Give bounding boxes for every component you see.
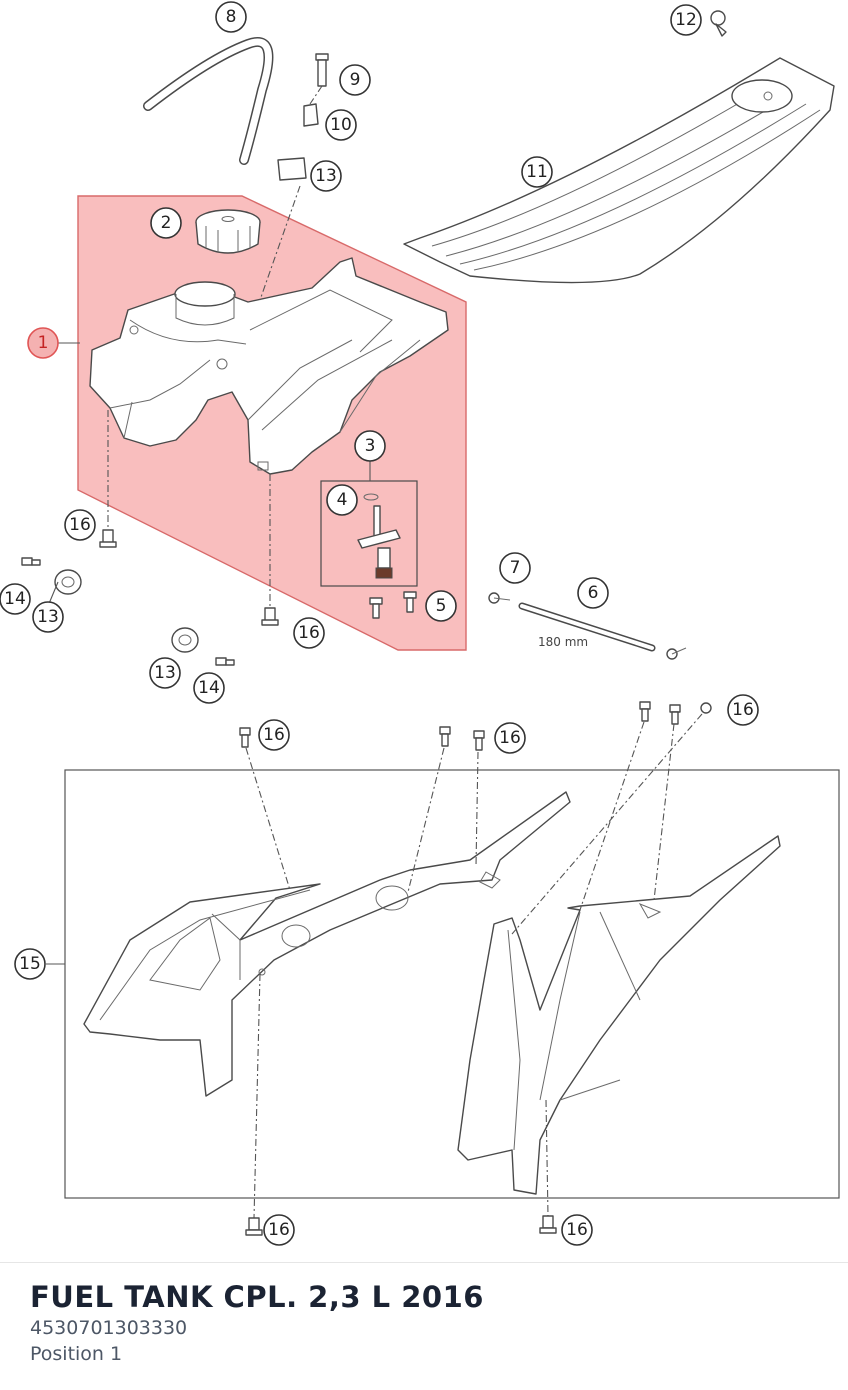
fuel-tank-drawing: [89, 257, 449, 475]
callout-16-panel-middle[interactable]: 16: [494, 722, 526, 754]
svg-text:13: 13: [37, 607, 59, 627]
part-number: 4530701303330: [30, 1317, 188, 1339]
svg-text:3: 3: [365, 436, 376, 456]
side-panels-frame: [64, 769, 840, 1199]
svg-text:12: 12: [675, 10, 697, 30]
svg-text:16: 16: [263, 725, 285, 745]
callout-16-panel-right[interactable]: 16: [727, 694, 759, 726]
callout-2[interactable]: 2: [150, 207, 182, 239]
svg-text:4: 4: [337, 490, 348, 510]
callout-16-bottom-left[interactable]: 16: [263, 1214, 295, 1246]
fuel-cap-drawing: [195, 209, 261, 254]
svg-text:13: 13: [315, 166, 337, 186]
callout-11[interactable]: 11: [521, 156, 553, 188]
callout-16-panel-left[interactable]: 16: [258, 719, 290, 751]
svg-text:16: 16: [499, 728, 521, 748]
callout-5[interactable]: 5: [425, 590, 457, 622]
tube-length-label: 180 mm: [538, 635, 588, 649]
seat-drawing: [403, 57, 835, 284]
svg-text:9: 9: [350, 70, 361, 90]
callout-7[interactable]: 7: [499, 552, 531, 584]
svg-text:7: 7: [510, 558, 521, 578]
seat-fastener-drawing: [710, 10, 727, 37]
callout-13-left[interactable]: 13: [32, 601, 64, 633]
callout-16-tank-left[interactable]: 16: [64, 509, 96, 541]
svg-text:15: 15: [19, 954, 41, 974]
part-position: Position 1: [30, 1343, 123, 1365]
callout-16-tank-bottom[interactable]: 16: [293, 617, 325, 649]
callout-13-top[interactable]: 13: [310, 160, 342, 192]
callout-10[interactable]: 10: [325, 109, 357, 141]
callout-14-left[interactable]: 14: [0, 583, 31, 615]
callout-12[interactable]: 12: [670, 4, 702, 36]
svg-text:16: 16: [69, 515, 91, 535]
svg-text:10: 10: [330, 115, 352, 135]
svg-text:14: 14: [198, 678, 220, 698]
callout-13-lower[interactable]: 13: [149, 657, 181, 689]
panel-screws-drawing: [239, 701, 712, 1236]
left-side-panel-drawing: [83, 791, 571, 1097]
callout-9[interactable]: 9: [339, 64, 371, 96]
tap-screws-drawing: [369, 591, 417, 619]
part-info-panel: FUEL TANK CPL. 2,3 L 2016 4530701303330 …: [0, 1262, 848, 1390]
callout-8[interactable]: 8: [215, 1, 247, 33]
callout-6[interactable]: 6: [577, 577, 609, 609]
fuel-line-drawing: [488, 592, 687, 660]
left-bushing-drawing: [21, 557, 82, 595]
callout-1[interactable]: 1: [27, 327, 59, 359]
callout-4[interactable]: 4: [326, 484, 358, 516]
svg-text:2: 2: [161, 213, 172, 233]
svg-text:6: 6: [588, 583, 599, 603]
lower-bushing-drawing: [171, 627, 235, 666]
svg-text:11: 11: [526, 162, 548, 182]
vent-valve-drawing: [259, 53, 329, 301]
fuel-tap-kit-drawing: [320, 461, 418, 587]
callout-16-bottom-right[interactable]: 16: [561, 1214, 593, 1246]
svg-text:16: 16: [566, 1220, 588, 1240]
right-side-panel-drawing: [457, 835, 781, 1195]
svg-text:13: 13: [154, 663, 176, 683]
callout-15[interactable]: 15: [14, 948, 46, 980]
callout-3[interactable]: 3: [354, 430, 386, 462]
part-title: FUEL TANK CPL. 2,3 L 2016: [30, 1280, 484, 1314]
svg-text:5: 5: [436, 596, 447, 616]
svg-text:8: 8: [226, 7, 237, 27]
svg-text:16: 16: [298, 623, 320, 643]
svg-text:16: 16: [268, 1220, 290, 1240]
svg-text:16: 16: [732, 700, 754, 720]
svg-text:1: 1: [38, 333, 49, 353]
svg-text:14: 14: [4, 589, 26, 609]
tank-screws-drawing: [99, 410, 279, 626]
exploded-parts-diagram: 180 mm: [0, 1, 840, 1246]
callout-14-lower[interactable]: 14: [193, 672, 225, 704]
